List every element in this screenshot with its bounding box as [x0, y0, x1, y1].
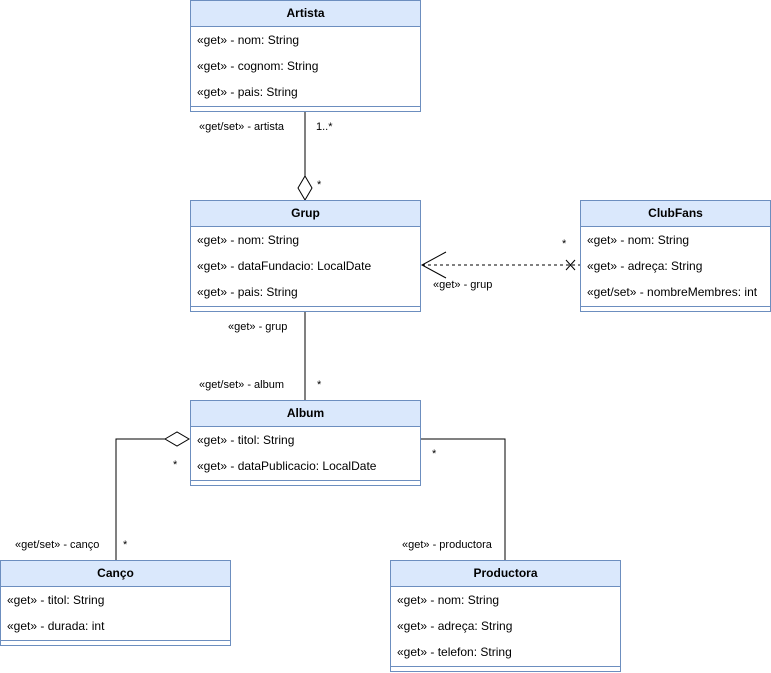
attribute-album-datapublicacio: «get» - dataPublicacio: LocalDate [197, 459, 377, 473]
role-label-artista: «get/set» - artista [199, 121, 284, 133]
attribute-productora-adreca: «get» - adreça: String [397, 619, 513, 633]
multiplicity-album-right: * [432, 448, 437, 460]
role-label-clubfans-grup: «get» - grup [433, 279, 493, 291]
multiplicity-artista: 1..* [316, 121, 333, 133]
role-label-grup-bottom: «get» - grup [228, 321, 288, 333]
attribute-productora-nom: «get» - nom: String [397, 593, 500, 607]
attribute-canco-durada: «get» - durada: int [7, 619, 105, 633]
role-label-album: «get/set» - album [199, 379, 284, 391]
attribute-clubfans-nom: «get» - nom: String [587, 233, 690, 247]
class-grup-name: Grup [191, 201, 420, 227]
attribute-productora-telefon: «get» - telefon: String [397, 645, 512, 659]
attribute-grup-nom: «get» - nom: String [197, 233, 300, 247]
class-productora-name: Productora [391, 561, 620, 587]
multiplicity-album-left: * [173, 459, 178, 471]
attribute-grup-datafundacio: «get» - dataFundacio: LocalDate [197, 259, 372, 273]
attribute-clubfans-nombremembres: «get/set» - nombreMembres: int [587, 285, 758, 299]
multiplicity-grup-top: * [317, 179, 322, 191]
class-artista[interactable]: Artista «get» - nom: String «get» - cogn… [190, 0, 421, 112]
multiplicity-album-top: * [317, 379, 322, 391]
class-canco-name: Canço [1, 561, 230, 587]
class-clubfans-separator [581, 306, 770, 307]
edge-album-productora [420, 438, 506, 560]
class-clubfans[interactable]: ClubFans «get» - nom: String «get» - adr… [580, 200, 771, 312]
class-album-separator [191, 480, 420, 481]
class-clubfans-name: ClubFans [581, 201, 770, 227]
class-artista-separator [191, 106, 420, 107]
attribute-artista-nom: «get» - nom: String [197, 33, 300, 47]
open-arrow-grup [420, 251, 447, 279]
class-album-name: Album [191, 401, 420, 427]
x-mark-clubfans-b [565, 259, 576, 271]
attribute-clubfans-adreca: «get» - adreça: String [587, 259, 703, 273]
role-label-canco: «get/set» - canço [15, 539, 100, 551]
class-artista-name: Artista [191, 1, 420, 27]
attribute-grup-pais: «get» - pais: String [197, 285, 298, 299]
attribute-artista-pais: «get» - pais: String [197, 85, 298, 99]
class-album[interactable]: Album «get» - titol: String «get» - data… [190, 400, 421, 486]
aggregation-diamond-grup [297, 175, 313, 201]
attribute-album-titol: «get» - titol: String [197, 433, 295, 447]
class-productora-separator [391, 666, 620, 667]
class-grup[interactable]: Grup «get» - nom: String «get» - dataFun… [190, 200, 421, 312]
attribute-canco-titol: «get» - titol: String [7, 593, 105, 607]
multiplicity-clubfans: * [562, 238, 567, 250]
class-grup-separator [191, 306, 420, 307]
multiplicity-canco: * [123, 539, 128, 551]
class-productora[interactable]: Productora «get» - nom: String «get» - a… [390, 560, 621, 672]
attribute-artista-cognom: «get» - cognom: String [197, 59, 319, 73]
aggregation-diamond-album [164, 431, 190, 447]
role-label-productora: «get» - productora [402, 539, 492, 551]
edge-album-canco [115, 438, 165, 560]
class-canco-separator [1, 640, 230, 641]
class-canco[interactable]: Canço «get» - titol: String «get» - dura… [0, 560, 231, 646]
